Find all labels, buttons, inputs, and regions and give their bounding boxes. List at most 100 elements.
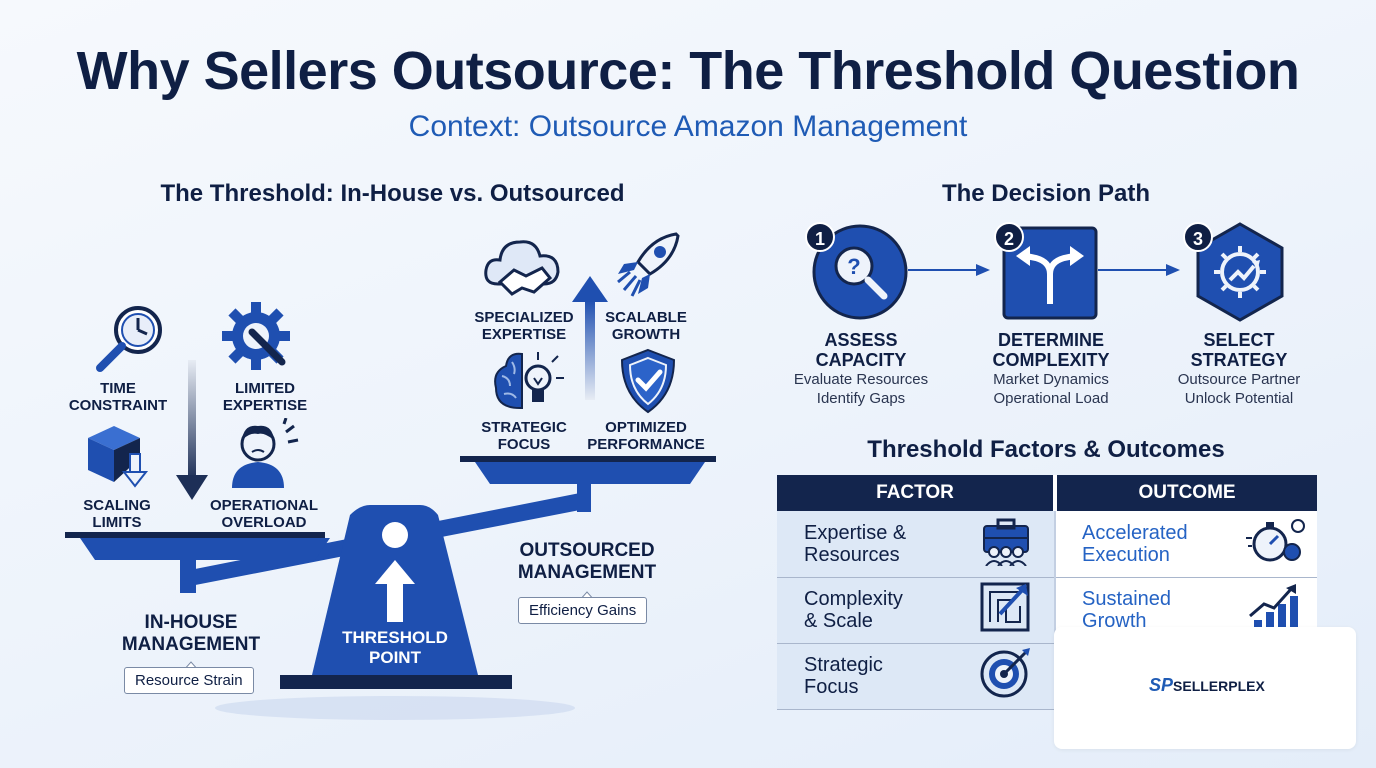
outcome-line1: Accelerated: [1082, 521, 1188, 544]
table-row: Expertise & Resources Accelerated Execut…: [777, 511, 1317, 578]
split-arrows-icon: [1002, 226, 1098, 320]
factor-line1: Strategic: [804, 654, 883, 676]
step-2-sub-line2: Operational Load: [993, 390, 1109, 407]
outcome-line2: Execution: [1082, 543, 1170, 566]
inhouse-item-overload-line1: OPERATIONAL: [209, 497, 319, 514]
factor-line2: Focus: [804, 676, 859, 698]
inhouse-item-scaling: SCALING LIMITS: [57, 497, 177, 531]
stressed-person-icon: [232, 418, 299, 488]
outsourced-item-focus-line1: STRATEGIC: [481, 419, 567, 436]
decision-path-arrows: [908, 264, 1180, 276]
inhouse-item-scaling-line1: SCALING: [83, 497, 151, 514]
outsourced-item-growth-line2: GROWTH: [611, 326, 681, 343]
question-magnifier-icon: ?: [812, 224, 908, 320]
outsourced-item-expertise-line2: EXPERTISE: [481, 326, 567, 343]
step-3-badge: 3: [1183, 222, 1213, 252]
step-1-sub-line2: Identify Gaps: [816, 390, 906, 407]
inhouse-item-overload: OPERATIONAL OVERLOAD: [198, 497, 330, 531]
step-2-text: DETERMINE COMPLEXITY Market Dynamics Ope…: [970, 330, 1132, 408]
step-1-text: ASSESS CAPACITY Evaluate Resources Ident…: [780, 330, 942, 408]
step-3-text: SELECT STRATEGY Outsource Partner Unlock…: [1158, 330, 1320, 408]
bar-growth-icon: [1249, 584, 1299, 632]
inhouse-item-expertise: LIMITED EXPERTISE: [205, 380, 325, 414]
logo-wordmark: SELLERPLEX: [1173, 678, 1265, 694]
factors-table-header-row: FACTOR OUTCOME: [777, 475, 1317, 511]
inhouse-label-line2: MANAGEMENT: [121, 634, 261, 655]
fulcrum-label-line2: POINT: [369, 648, 421, 667]
outcome-icon-cell: [1246, 511, 1317, 578]
step-1-title-line1: ASSESS: [824, 330, 898, 350]
svg-text:?: ?: [847, 254, 860, 279]
factor-icon-cell: [978, 577, 1057, 644]
sellerplex-logo: SPSELLERPLEX: [1149, 675, 1265, 696]
inhouse-item-expertise-line1: LIMITED: [235, 380, 295, 397]
fulcrum-label-line1: THRESHOLD: [342, 628, 448, 647]
factor-icon-cell: [978, 511, 1057, 578]
outsourced-pill: Efficiency Gains: [518, 597, 648, 624]
outsourced-item-expertise: SPECIALIZED EXPERTISE: [462, 309, 586, 343]
threshold-heading: The Threshold: In-House vs. Outsourced: [160, 180, 625, 207]
logo-card: SPSELLERPLEX: [1054, 627, 1356, 749]
page-title: Why Sellers Outsource: The Threshold Que…: [76, 41, 1300, 101]
inhouse-pill: Resource Strain: [124, 667, 254, 694]
step-1-sub-line1: Evaluate Resources: [793, 371, 929, 388]
factor-line1: Complexity: [804, 588, 903, 610]
brain-bulb-icon: [494, 352, 564, 409]
outsourced-item-performance-line1: OPTIMIZED: [605, 419, 687, 436]
outsourced-item-expertise-line1: SPECIALIZED: [474, 309, 574, 326]
factor-line1: Expertise &: [804, 521, 907, 544]
factor-icon-cell: [978, 643, 1057, 710]
outcome-cell: Accelerated Execution: [1055, 511, 1247, 578]
fulcrum-label: THRESHOLD POINT: [300, 628, 490, 668]
step-1-badge: 1: [805, 222, 835, 252]
inhouse-item-time-line2: CONSTRAINT: [68, 397, 168, 414]
stopwatch-gears-icon: [1246, 518, 1306, 562]
rocket-icon: [617, 232, 680, 297]
cloud-handshake-icon: [484, 240, 560, 296]
balance-scale: [65, 276, 716, 720]
outsourced-item-focus-line2: FOCUS: [497, 436, 551, 453]
outsourced-item-growth-line1: SCALABLE: [605, 309, 687, 326]
outsourced-label-line2: MANAGEMENT: [517, 562, 657, 583]
gear-wrench-icon: [222, 302, 290, 370]
toolbox-team-icon: [983, 518, 1030, 567]
step-2-title-line1: DETERMINE: [997, 330, 1104, 350]
factor-line2: Resources: [804, 543, 900, 566]
factors-heading: Threshold Factors & Outcomes: [867, 436, 1225, 463]
inhouse-item-overload-line2: OVERLOAD: [221, 514, 307, 531]
outsourced-item-growth: SCALABLE GROWTH: [590, 309, 702, 343]
outsourced-label-line1: OUTSOURCED: [519, 540, 655, 561]
outsourced-label: OUTSOURCED MANAGEMENT: [492, 540, 682, 584]
factor-line2: & Scale: [804, 610, 873, 632]
step-3-title-line1: SELECT: [1203, 330, 1275, 350]
shield-check-icon: [620, 348, 676, 414]
box-down-icon: [88, 426, 149, 488]
maze-arrow-icon: [980, 582, 1030, 632]
step-2-badge: 2: [994, 222, 1024, 252]
outcome-line1: Sustained: [1082, 588, 1172, 610]
outcome-line2: Growth: [1082, 610, 1147, 632]
outsourced-item-focus: STRATEGIC FOCUS: [466, 419, 582, 453]
factor-cell: Complexity & Scale: [777, 577, 979, 644]
step-2-sub-line1: Market Dynamics: [993, 371, 1109, 388]
step-3-title-line2: STRATEGY: [1190, 350, 1288, 370]
decision-path-heading: The Decision Path: [941, 180, 1151, 207]
inhouse-item-time: TIME CONSTRAINT: [58, 380, 178, 414]
step-2-title-line2: COMPLEXITY: [992, 350, 1110, 370]
inhouse-item-scaling-line2: LIMITS: [92, 514, 142, 531]
outsourced-item-performance-line2: PERFORMANCE: [587, 436, 705, 453]
step-3-sub-line1: Outsource Partner: [1177, 371, 1301, 388]
page-subtitle: Context: Outsource Amazon Management: [408, 110, 968, 143]
inhouse-item-expertise-line2: EXPERTISE: [222, 397, 308, 414]
inhouse-label: IN-HOUSE MANAGEMENT: [96, 612, 286, 656]
col-outcome-header: OUTCOME: [1055, 475, 1317, 511]
factor-cell: Expertise & Resources: [777, 511, 979, 578]
factor-cell: Strategic Focus: [777, 643, 979, 710]
logo-mark: SP: [1149, 675, 1174, 695]
col-factor-header: FACTOR: [777, 475, 1058, 511]
clock-magnifier-icon: [96, 306, 162, 372]
target-icon: [980, 648, 1031, 698]
inhouse-item-time-line1: TIME: [100, 380, 136, 397]
inhouse-label-line1: IN-HOUSE: [144, 612, 238, 633]
step-1-title-line2: CAPACITY: [815, 350, 907, 370]
